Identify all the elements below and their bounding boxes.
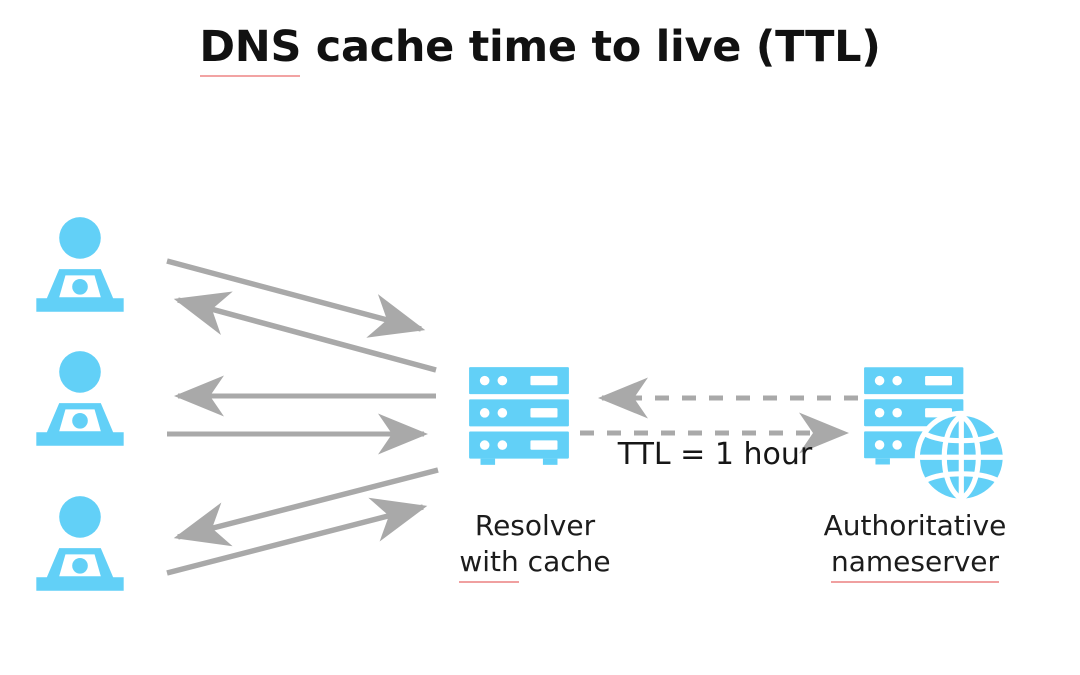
title-misspelled-word: DNS bbox=[199, 22, 302, 77]
user-laptop-icon bbox=[36, 496, 124, 591]
user-laptop-icon bbox=[36, 351, 124, 446]
client-middle[interactable] bbox=[28, 348, 132, 457]
user-laptop-icon bbox=[36, 217, 124, 312]
arrow-client-bottom-response bbox=[173, 467, 439, 547]
server-globe-icon bbox=[864, 367, 1008, 504]
arrow-client-bottom-query bbox=[166, 497, 428, 576]
client-top[interactable] bbox=[28, 214, 132, 323]
authoritative-caption: Authoritative nameserver bbox=[715, 508, 1080, 584]
page-title: DNS cache time to live (TTL) bbox=[0, 22, 1080, 77]
arrow-client-top-query bbox=[166, 258, 426, 338]
arrow-client-top-response bbox=[173, 291, 437, 373]
authoritative-caption-line1: Authoritative bbox=[823, 509, 1007, 542]
authoritative-caption-line2: nameserver bbox=[715, 544, 1080, 584]
resolver-node[interactable] bbox=[467, 365, 571, 474]
client-bottom[interactable] bbox=[28, 493, 132, 602]
authoritative-node[interactable] bbox=[862, 365, 1012, 510]
ttl-label: TTL = 1 hour bbox=[617, 437, 813, 472]
resolver-caption-line2: with cache bbox=[335, 544, 735, 584]
resolver-caption-line2-rest: cache bbox=[518, 545, 611, 579]
resolver-caption: Resolver with cache bbox=[335, 508, 735, 584]
resolver-misspelled-word: with bbox=[459, 544, 520, 584]
authoritative-misspelled-word: nameserver bbox=[830, 544, 1000, 584]
server-stack-icon bbox=[469, 367, 569, 465]
globe-icon bbox=[918, 413, 1005, 502]
title-rest: cache time to live (TTL) bbox=[301, 22, 881, 72]
resolver-caption-line1: Resolver bbox=[474, 509, 596, 542]
